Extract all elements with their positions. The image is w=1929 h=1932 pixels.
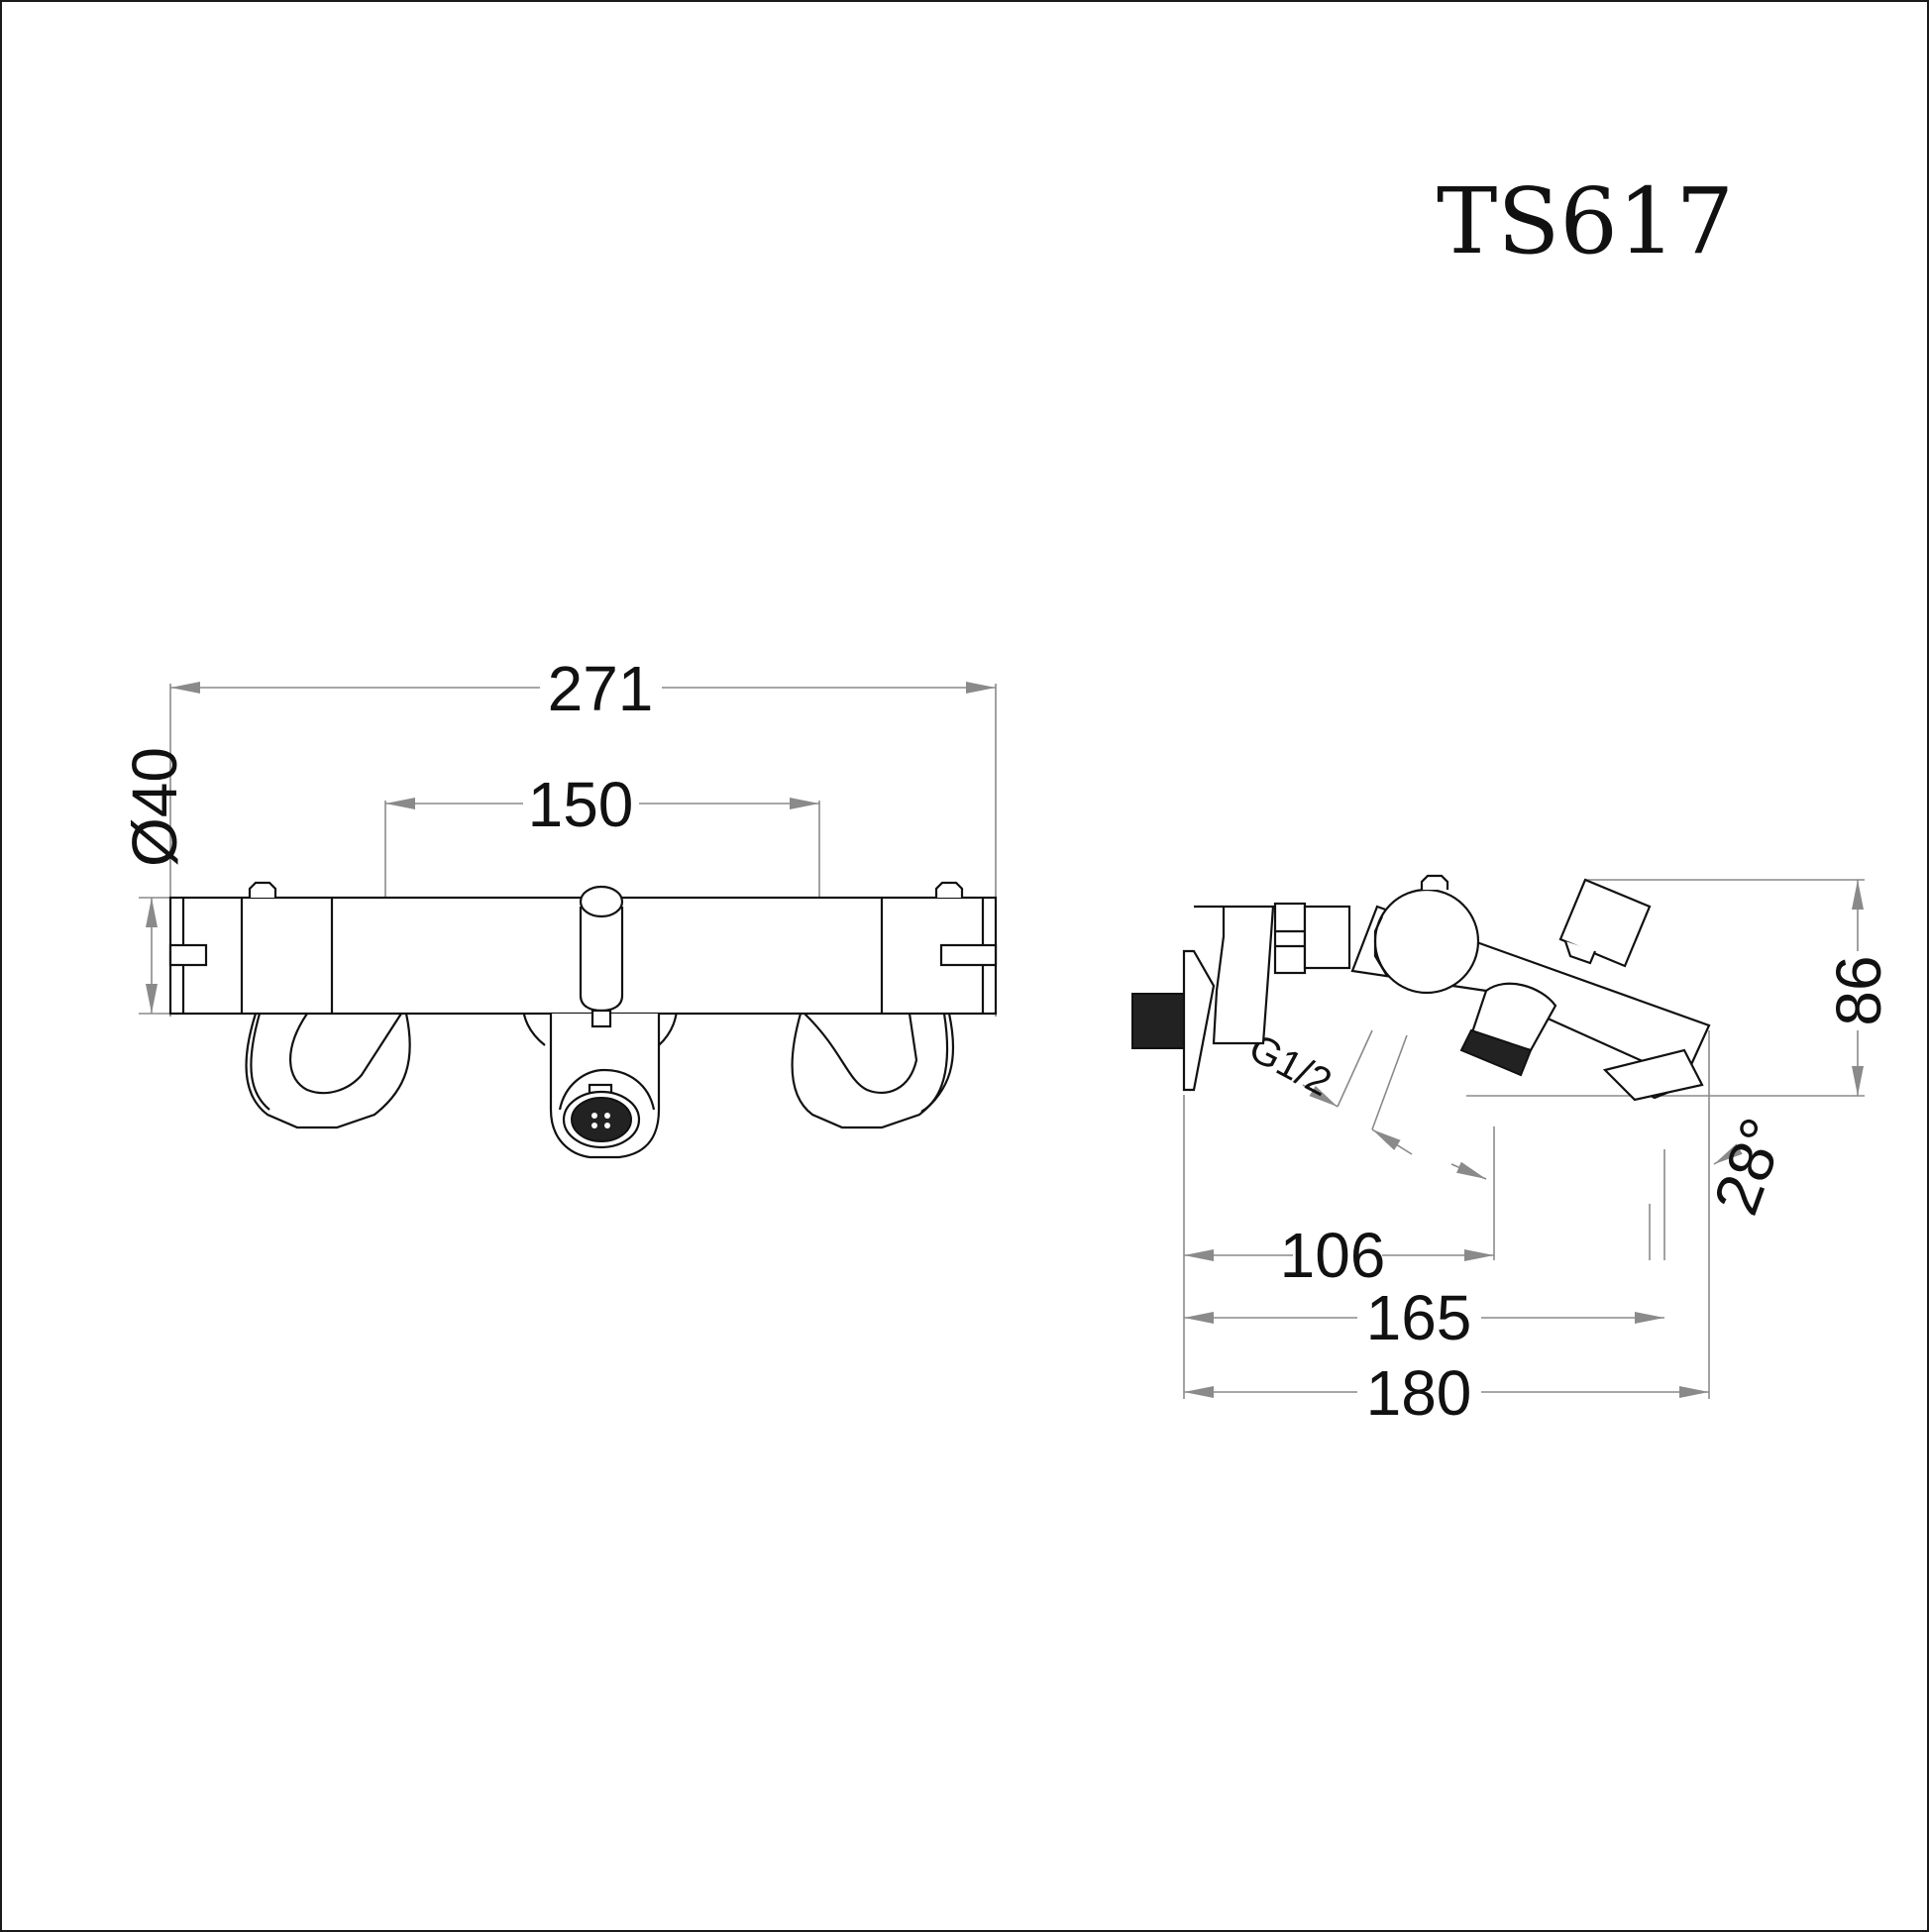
side-view: 86 106 165 180 G1/2 28° [1131,874,1894,1429]
dim-inlet-spacing: 150 [528,769,634,840]
dim-angle: 28° [1699,1109,1799,1224]
front-view: 271 150 Ø40 [119,653,998,1159]
dim-to-spout: 165 [1366,1282,1472,1353]
dim-to-diverter: 106 [1280,1220,1386,1291]
dim-overall-width: 271 [548,653,654,724]
dim-body-diameter: Ø40 [119,747,190,867]
dim-height: 86 [1823,955,1894,1025]
model-title: TS617 [1437,168,1734,274]
dim-overall-depth: 180 [1366,1357,1472,1429]
